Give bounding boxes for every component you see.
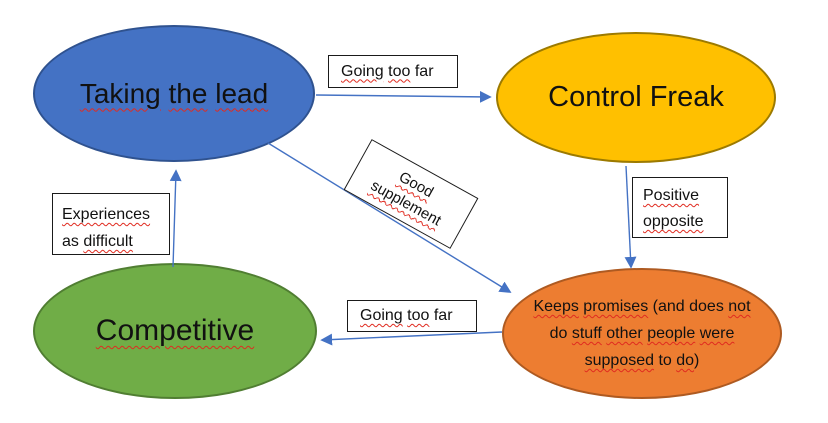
label-going-too-far-bottom: Going too far: [347, 300, 477, 332]
text-line: Control Freak: [548, 81, 724, 113]
text-line: Going too far: [341, 62, 434, 80]
node-keeps-promises: Keeps promises (and does not do stuff oth…: [502, 268, 782, 399]
text-line: do stuff other people were: [549, 325, 735, 342]
arrow-lead-to-control-freak: [315, 90, 492, 103]
text-line: Taking the lead: [79, 77, 269, 109]
node-taking-the-lead: Taking the lead: [33, 25, 315, 162]
node-control-freak: Control Freak: [496, 32, 776, 163]
text-line: Going too far: [360, 307, 453, 324]
label-going-too-far-top: Going too far: [328, 55, 458, 88]
text-line: supposed to do): [584, 352, 700, 369]
node-competitive: Competitive: [33, 263, 317, 399]
text-line: Experiences: [62, 206, 151, 223]
label-positive-opposite: Positive opposite: [632, 177, 728, 238]
text-line: as difficult: [62, 233, 133, 250]
arrow-keeps-promises-to-competitive: [320, 331, 503, 346]
arrow-competitive-to-lead: [169, 169, 182, 268]
text-line: Competitive: [95, 314, 255, 347]
label-experiences-as-difficult: Experiences as difficult: [52, 193, 170, 255]
text-line: Positive: [643, 187, 700, 204]
text-line: Keeps promises (and does not: [533, 298, 751, 315]
arrow-control-freak-to-keeps-promises: [624, 165, 637, 269]
text-line: opposite: [643, 213, 704, 230]
